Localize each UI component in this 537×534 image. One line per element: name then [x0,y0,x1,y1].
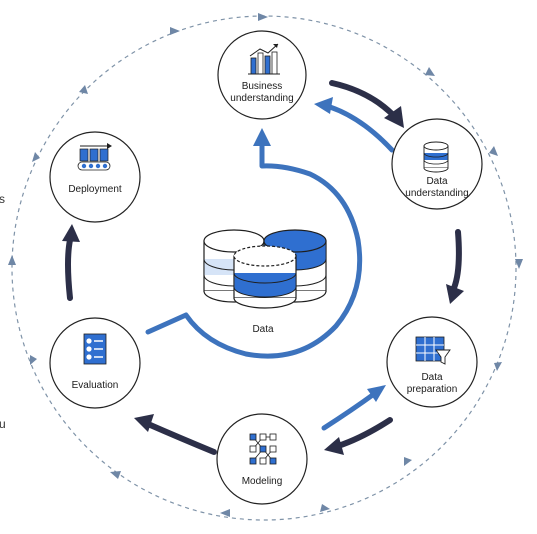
arrow-modeling-back-to-preparation [321,391,377,431]
data-understanding-label-line1: Data [426,176,448,187]
node-data-understanding[interactable]: Data understanding [391,118,483,210]
cycle-arrows [62,80,464,455]
arrow-preparation-to-modeling [335,417,393,449]
checklist-icon [83,333,107,365]
database-icon [423,141,449,173]
arrow-data-understanding-back-to-business [327,104,395,153]
evaluation-label: Evaluation [72,380,119,391]
arrow-data-understanding-to-preparation [451,229,462,291]
outer-cycle-arrowheads [8,13,523,517]
table-filter-icon [415,336,451,365]
data-preparation-label-line1: Data [421,372,443,383]
data-preparation-label-line2: preparation [407,384,458,395]
edge-text-bottom: u [0,417,6,431]
feedback-arrows [145,97,395,431]
business-understanding-label-line1: Business [242,81,283,92]
arrow-spiral-from-evaluation-to-business [145,141,363,359]
data-understanding-label-line2: understanding [405,188,468,199]
bar-chart-icon [248,43,280,75]
node-modeling[interactable]: Modeling [216,413,308,505]
database-front-icon [233,245,297,309]
network-model-icon [249,433,277,465]
node-evaluation[interactable]: Evaluation [49,317,141,409]
conveyor-icon [77,143,112,171]
database-cluster-icon [203,229,327,309]
center-label: Data [252,324,274,335]
business-understanding-label-line2: understanding [230,93,293,104]
node-business-understanding[interactable]: Business understanding [217,30,307,120]
edge-text-top: s [0,192,5,206]
modeling-label: Modeling [242,476,283,487]
node-deployment[interactable]: Deployment [49,131,141,223]
arrow-modeling-to-evaluation [145,421,217,455]
arrow-evaluation-to-deployment [65,237,73,301]
deployment-label: Deployment [68,184,122,195]
node-data-preparation[interactable]: Data preparation [386,316,478,408]
